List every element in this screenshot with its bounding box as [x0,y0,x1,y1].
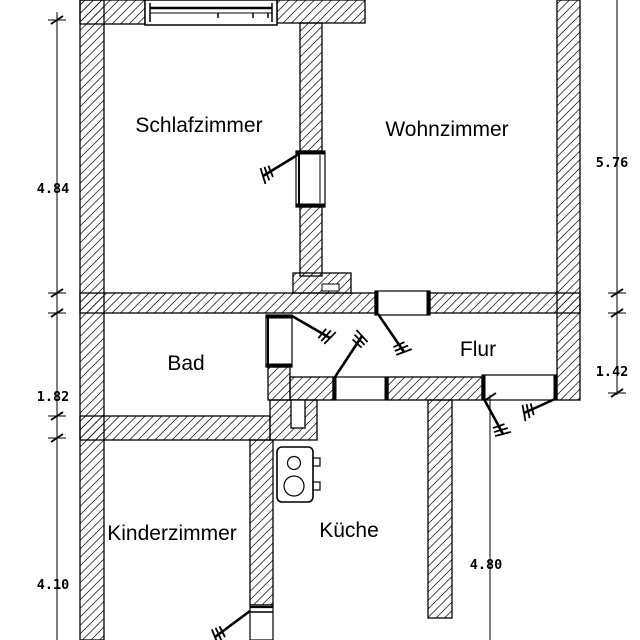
door-kinderzimmer [207,604,274,640]
dimension-label-left-top: 4.84 [37,181,70,197]
wall-top-left [79,0,146,25]
wall-outer-right [556,0,581,401]
dimension-line-left [48,12,66,640]
dimension-label-left-middle: 1.82 [37,389,70,405]
dimension-line-right [608,0,626,398]
wall-outer-left [79,0,105,640]
stove-burner-large [283,475,305,497]
door-wohnzimmer [374,290,431,360]
window-schlafzimmer [144,0,278,26]
stove-burner-small [286,455,302,471]
door-openings [207,150,558,640]
wall-top-middle [276,0,366,24]
walls [79,0,581,640]
dimension-line-inner [483,392,497,640]
wall-bad-flur [267,366,291,401]
wall-bad-bottom [79,415,271,441]
stove [276,446,321,503]
wall-middle-left [79,292,376,314]
dimension-lines [48,0,626,640]
room-label-schlafzimmer: Schlafzimmer [135,114,262,137]
wall-niche [321,283,340,292]
wall-schlaf-wohn-upper [299,22,323,152]
dimension-label-right-middle: 1.42 [596,364,629,380]
room-label-kueche: Küche [319,519,379,542]
door-flur-double [481,374,558,441]
door-kueche [332,329,389,401]
room-label-wohnzimmer: Wohnzimmer [385,118,508,141]
dimension-label-left-bottom: 4.10 [37,577,70,593]
wall-kinder-kueche [249,439,274,606]
dimension-label-inner-bottom: 4.80 [470,557,503,573]
wall-schlaf-wohn-lower [299,206,323,277]
room-label-flur: Flur [460,338,496,361]
room-label-bad: Bad [167,352,204,375]
door-schlafzimmer [256,150,326,208]
room-label-kinderzimmer: Kinderzimmer [107,522,237,545]
chimney-flue [290,399,306,429]
wall-flur-bottom-mid [387,376,483,401]
wall-flur-bottom-left [289,376,334,401]
wall-kueche-right [427,399,453,619]
dimension-label-right-top: 5.76 [596,155,629,171]
door-bad [265,314,337,368]
